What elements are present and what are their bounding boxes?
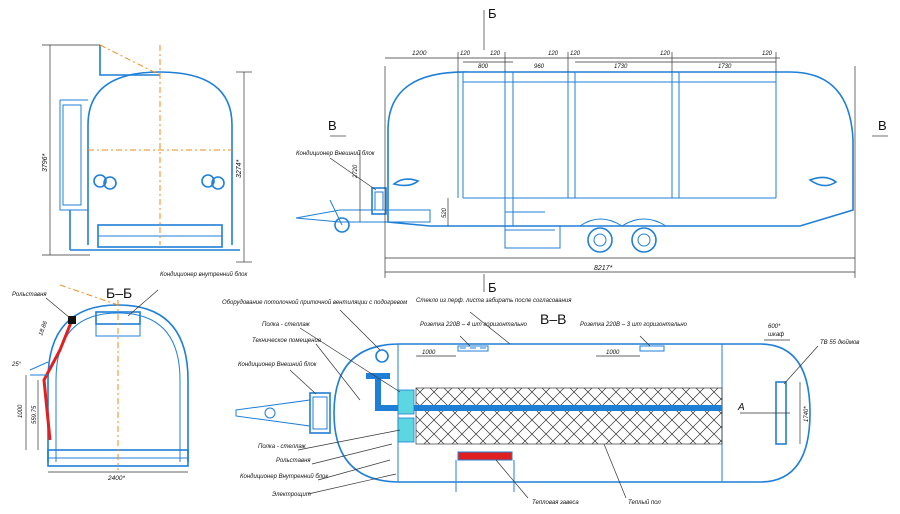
plan-shelf-top: [397, 389, 415, 415]
wheel-1: [587, 227, 613, 253]
dim-plan-1740: 1740*: [804, 406, 810, 422]
section-mark-b-top: Б: [488, 6, 497, 21]
label-warm-floor: Теплый пол: [628, 499, 661, 506]
label-plan-rolstavnya: Рольставня: [276, 458, 311, 464]
label-bb-rolstavnya: Рольставня: [12, 292, 47, 298]
bb-rolling-shutter: [42, 319, 74, 441]
front-light-right: [201, 174, 215, 188]
plan-shelf-bottom: [397, 417, 415, 443]
dim-bb-1000: 1000: [18, 404, 24, 418]
plan-heat-curtain: [457, 451, 513, 461]
side-view: 1200 120 120 800 120 960 120 1730 120 17…: [295, 6, 888, 295]
side-entry-steps: [504, 198, 561, 249]
label-socket-3: Розетка 220В – 3 шт горизонтально: [580, 322, 688, 328]
plan-outline: [333, 343, 811, 483]
label-shelf-glass: Полка - стеллаж: [262, 322, 311, 328]
dim-plan-1000b: 1000: [606, 350, 620, 356]
side-body: [387, 71, 854, 227]
label-bb-ac-internal: Кондиционер внутренний блок: [160, 271, 249, 278]
label-socket-4: Розетка 220В – 4 шт горизонтально: [420, 322, 528, 328]
section-mark-v-left: В: [328, 118, 337, 133]
label-ac-external-side: Кондиционер Внешний блок: [296, 150, 376, 157]
plan-warm-floor-area: [415, 387, 723, 445]
dim-side-2720: 2720: [353, 164, 359, 179]
wheel-2: [631, 227, 657, 253]
dim-side-120d: 120: [570, 51, 581, 57]
label-plan-tv: ТВ 55 дюймов: [820, 339, 859, 346]
dim-side-total: 8217*: [594, 265, 613, 272]
label-tech-room: Техническое помещение: [252, 338, 322, 344]
dim-side-1730b: 1730: [718, 64, 732, 70]
dim-side-120e: 120: [660, 51, 671, 57]
dim-bb-559: 559.75: [32, 405, 38, 424]
front-view: 3796* 3274*: [42, 44, 252, 263]
dim-side-120b: 120: [490, 51, 501, 57]
jockey-wheel: [334, 217, 350, 233]
dim-side-120f: 120: [762, 51, 773, 57]
dim-plan-600: 600*: [768, 324, 781, 330]
dim-plan-1000: 1000: [422, 350, 436, 356]
section-bb-view: 2400* 1000 559.75 25° 18.86 Б–Б Рольстав…: [11, 271, 249, 482]
front-side-body: [59, 99, 88, 211]
plan-vent-duct: [375, 376, 722, 411]
dim-side-120a: 120: [460, 51, 471, 57]
dim-bb-slope: 18.86: [38, 320, 49, 337]
plan-sockets-4: [457, 345, 489, 352]
side-ac-external: [371, 187, 387, 215]
label-ac-external-plan: Кондиционер Внешний блок: [238, 361, 318, 368]
dim-bb-angle: 25°: [11, 362, 22, 368]
dim-bb-width: 2400*: [107, 475, 125, 482]
side-light-front: [392, 178, 420, 187]
front-dome: [87, 71, 233, 245]
section-mark-v-right: В: [878, 118, 887, 133]
front-door: [62, 104, 82, 206]
dim-side-520: 520: [442, 207, 448, 218]
bb-shutter-box: [68, 316, 76, 324]
dim-front-height-inner: 3274*: [236, 159, 243, 178]
dim-side-120c: 120: [548, 51, 559, 57]
plan-drawbar: [235, 399, 311, 427]
section-mark-b-bottom: Б: [488, 280, 497, 295]
label-shelf-glass2: Полка - стеллаж: [258, 444, 307, 450]
label-heat-curtain: Тепловая завеса: [532, 500, 579, 506]
section-title-vv: В–В: [540, 311, 566, 327]
label-ac-internal-plan: Кондиционер Внутренний блок: [240, 473, 329, 480]
side-drawbar: [295, 209, 431, 223]
dim-side-1200: 1200: [412, 50, 427, 57]
dim-front-height-outer: 3796*: [42, 153, 49, 172]
plan-vent-unit: [375, 349, 389, 363]
side-light-rear: [808, 176, 838, 187]
front-roof-cap: [99, 45, 160, 76]
dim-side-1730a: 1730: [614, 64, 628, 70]
plan-sockets-3: [639, 345, 665, 352]
plan-ac-external: [309, 392, 331, 434]
section-vv-plan: А 1000 1000 600* шкаф 1740* ТВ 55 дюймов…: [222, 298, 859, 506]
label-elec-panel: Электрощит: [272, 492, 311, 498]
label-ceiling-vent: Оборудование потолочной приточной вентил…: [222, 299, 407, 306]
front-light-left: [93, 174, 107, 188]
dim-plan-600-sub: шкаф: [768, 332, 784, 338]
dim-side-800: 800: [478, 64, 489, 70]
section-title-bb: Б–Б: [106, 285, 132, 301]
label-glass-sheet: Стекло из перф. листа забирать после сог…: [416, 298, 572, 304]
section-mark-a: А: [737, 402, 745, 413]
dim-side-960: 960: [534, 64, 545, 70]
